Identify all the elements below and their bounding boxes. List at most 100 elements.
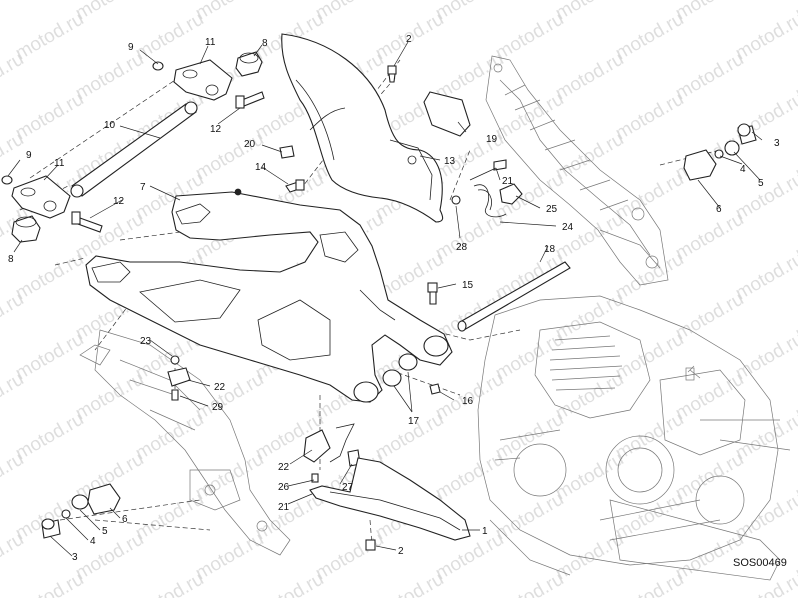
rear-subframe	[485, 55, 669, 286]
bearing-stack-left	[41, 483, 121, 539]
watermark-text: motod.ru	[492, 569, 567, 598]
watermark-text: motod.ru	[492, 9, 567, 65]
callout-16: 16	[462, 396, 474, 407]
watermark-text: motod.ru	[612, 9, 687, 65]
bearing-stack-right	[683, 123, 757, 181]
watermark-text: motod.ru	[12, 89, 87, 145]
watermark-text: motod.ru	[192, 529, 267, 585]
watermark-text: motod.ru	[12, 9, 87, 65]
watermark-text: motod.ru	[12, 329, 87, 385]
bushing-17	[382, 353, 418, 387]
watermark-text: motod.ru	[672, 209, 747, 265]
nut-16	[429, 383, 441, 395]
watermark-text: motod.ru	[132, 569, 207, 598]
callout-9: 9	[26, 150, 32, 161]
callout-25: 25	[546, 204, 558, 215]
watermark-text: motod.ru	[732, 569, 798, 598]
watermark-text: motod.ru	[252, 569, 327, 598]
watermark-text: motod.ru	[312, 529, 387, 585]
watermark-text: motod.ru	[672, 449, 747, 505]
nut-9-lower	[1, 175, 13, 185]
chain-guard-upper	[281, 33, 444, 223]
callout-4: 4	[90, 536, 96, 547]
callout-20: 20	[244, 139, 256, 150]
watermark-text: motod.ru	[732, 489, 798, 545]
callout-21: 21	[278, 502, 290, 513]
callout-24: 24	[562, 222, 574, 233]
bolt-2-lower	[365, 539, 376, 551]
callout-4: 4	[740, 164, 746, 175]
watermark-text: motod.ru	[132, 489, 207, 545]
callout-1: 1	[482, 526, 488, 537]
callout-8: 8	[262, 38, 268, 49]
callout-2: 2	[406, 34, 412, 45]
watermark-text: motod.ru	[612, 169, 687, 225]
bushing-8-upper	[235, 51, 263, 77]
watermark-text: motod.ru	[0, 0, 27, 24]
callout-17: 17	[408, 416, 420, 427]
callout-21: 21	[502, 176, 514, 187]
screw-14	[285, 179, 305, 193]
watermark-text: motod.ru	[372, 569, 447, 598]
watermark-text: motod.ru	[12, 249, 87, 305]
pivot-shaft	[457, 261, 571, 332]
bolt-2-upper	[387, 65, 397, 83]
callout-9: 9	[128, 42, 134, 53]
watermark-text: motod.ru	[552, 449, 627, 505]
watermark-text: motod.ru	[792, 0, 798, 24]
sticker	[423, 91, 471, 137]
callout-11: 11	[205, 37, 216, 48]
axle	[70, 101, 198, 198]
watermark-text: motod.ru	[72, 209, 147, 265]
watermark-text: motod.ru	[672, 369, 747, 425]
screw-21-upper	[469, 159, 507, 181]
watermark-text: motod.ru	[732, 169, 798, 225]
watermark-text: motod.ru	[492, 409, 567, 465]
watermark-text: motod.ru	[432, 449, 507, 505]
callout-labels: 9 11 8 2 10 12 20 19 9 11 14 13 7 12 21 …	[8, 34, 780, 563]
callout-15: 15	[462, 280, 474, 291]
bushing-8-lower	[11, 215, 41, 243]
watermark-text: motod.ru	[672, 289, 747, 345]
bolt-15	[427, 282, 438, 305]
watermark-text: motod.ru	[612, 489, 687, 545]
callout-23: 23	[140, 336, 152, 347]
watermark-text: motod.ru	[492, 329, 567, 385]
callout-8: 8	[8, 254, 14, 265]
watermark-text: motod.ru	[612, 329, 687, 385]
spring-clip-24	[473, 184, 507, 218]
callout-22: 22	[214, 382, 226, 393]
watermark-text: motod.ru	[552, 369, 627, 425]
watermark-text: motod.ru	[72, 529, 147, 585]
watermark-text: motod.ru	[132, 409, 207, 465]
leader-lines	[7, 41, 763, 557]
watermark-text: motod.ru	[132, 9, 207, 65]
watermark-text: motod.ru	[672, 49, 747, 105]
callout-6: 6	[716, 204, 722, 215]
grommet-25	[499, 183, 523, 205]
engine-background	[477, 295, 791, 581]
nut-9-upper	[152, 61, 164, 71]
watermark-text: motod.ru	[72, 49, 147, 105]
watermark-text: motod.ru	[552, 49, 627, 105]
callout-7: 7	[140, 182, 146, 193]
callout-12: 12	[113, 196, 125, 207]
watermark-text: motod.ru	[12, 409, 87, 465]
callout-13: 13	[444, 156, 456, 167]
washer-28	[451, 195, 461, 205]
callout-28: 28	[456, 242, 468, 253]
callout-2: 2	[398, 546, 404, 557]
callout-27: 27	[342, 482, 354, 493]
bracket-22-lower	[303, 423, 355, 483]
watermark-text: motod.ru	[552, 129, 627, 185]
watermark-text: motod.ru	[72, 369, 147, 425]
watermark-text: motod.ru	[432, 529, 507, 585]
watermark-text: motod.ru	[192, 449, 267, 505]
clip-20	[279, 145, 295, 159]
callout-11: 11	[54, 158, 65, 169]
watermark-text: motod.ru	[732, 9, 798, 65]
watermark-text: motod.ru	[12, 569, 87, 598]
watermark-text: motod.ru	[612, 249, 687, 305]
callout-29: 29	[212, 402, 224, 413]
